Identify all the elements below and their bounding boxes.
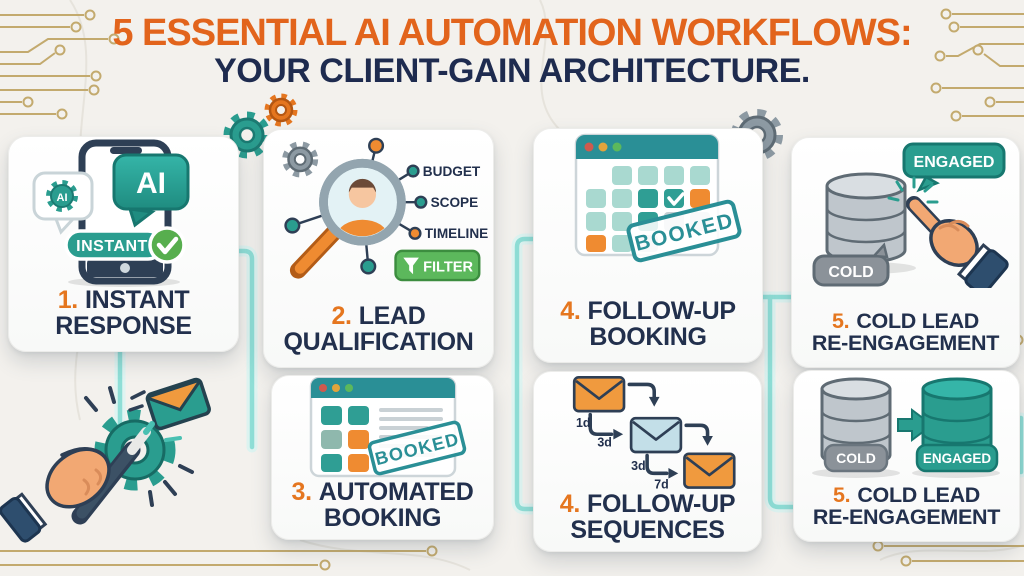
filter-button: FILTER [394, 249, 481, 282]
card-title: 1.INSTANT RESPONSE [55, 286, 192, 340]
engaged-bubble-label: ENGAGED [914, 154, 995, 171]
hand-icon [0, 447, 111, 543]
interval-label: 1d [576, 416, 591, 430]
card-title: 5.COLD LEAD RE-ENGAGEMENT [811, 309, 1000, 356]
card-lead-qualification: BUDGET SCOPE TIMELINE FILTER 2.LEAD QUAL… [263, 129, 494, 368]
interval-label: 3d [597, 436, 612, 450]
card-title: 2.LEAD QUALIFICATION [283, 302, 474, 356]
criteria-timeline: TIMELINE [425, 226, 488, 241]
arrow-icon [587, 412, 613, 436]
hand-pen-illustration [0, 377, 211, 543]
funnel-icon [403, 257, 419, 275]
instant-badge-label: INSTANT [76, 238, 148, 255]
calendar-booked-icon: BOOKED [546, 129, 750, 277]
envelope-icon [629, 416, 682, 454]
arrow-icon [683, 423, 709, 438]
node-icon [408, 226, 422, 240]
node-icon [368, 137, 385, 154]
ai-gear-bubble-icon: AI [32, 171, 94, 235]
cold-bubble-label: COLD [828, 264, 873, 281]
card-title: 3.AUTOMATED BOOKING [291, 478, 474, 532]
card-automated-booking: BOOKED 3.AUTOMATED BOOKING [271, 375, 494, 540]
cold-lead-click-icon: ENGAGED [802, 138, 1009, 288]
cold-pill-label: COLD [836, 450, 876, 466]
orange-gear-icon [264, 93, 298, 127]
card-title: 4.FOLLOW-UP BOOKING [560, 297, 736, 351]
card-number: 2. [331, 302, 352, 330]
instant-response-icon: AI AI INSTANT [26, 137, 221, 287]
card-follow-up-sequences: 1d 3d 3d 7d [533, 371, 762, 552]
title-line-1: 5 ESSENTIAL AI AUTOMATION WORKFLOWS: [112, 12, 912, 54]
engaged-bubble: ENGAGED [902, 142, 1006, 193]
card-number: 1. [57, 286, 79, 314]
arrow-icon [644, 453, 668, 476]
lead-qualification-icon: BUDGET SCOPE TIMELINE FILTER [269, 130, 488, 288]
title-line-2: YOUR CLIENT-GAIN ARCHITECTURE. [214, 51, 810, 90]
workflow-connectors [114, 233, 1024, 515]
card-number: 3. [291, 478, 313, 506]
node-icon [284, 217, 301, 234]
criteria-budget: BUDGET [423, 164, 481, 179]
ai-bubble-icon: AI [112, 153, 190, 228]
instant-badge: INSTANT [64, 226, 186, 264]
card-instant-response: AI AI INSTANT 1.INSTANT RESPONSE [8, 136, 239, 352]
card-title: 4.FOLLOW-UP SEQUENCES [559, 490, 736, 544]
page-title: 5 ESSENTIAL AI AUTOMATION WORKFLOWS: YOU… [0, 12, 1024, 90]
engaged-database-icon: ENGAGED [915, 377, 999, 473]
card-number: 5. [832, 483, 851, 508]
arrow-icon [627, 382, 656, 399]
email-sequence-icon: 1d 3d 3d 7d [543, 372, 753, 492]
envelope-icon [572, 376, 625, 413]
node-icon [406, 164, 420, 178]
card-number: 5. [831, 309, 850, 334]
circuit-traces-top-left [0, 9, 120, 120]
cold-database-icon: COLD [820, 377, 892, 473]
check-icon [667, 192, 685, 206]
ai-small-label: AI [57, 192, 68, 204]
envelope-icon [682, 452, 736, 489]
pointing-hand-icon [906, 196, 1009, 288]
click-sparks [887, 176, 939, 204]
node-icon [360, 258, 377, 275]
card-title: 5.COLD LEAD RE-ENGAGEMENT [812, 483, 1001, 530]
card-follow-up-booking: BOOKED 4.FOLLOW-UP BOOKING [533, 128, 763, 363]
interval-label: 7d [654, 477, 669, 491]
gear-icon [282, 141, 319, 178]
magnifier-person-icon [289, 158, 406, 279]
envelope-icon [145, 377, 211, 431]
interval-label: 3d [631, 459, 646, 473]
check-icon [148, 226, 186, 264]
cold-bubble: COLD [812, 242, 890, 287]
cold-to-engaged-icon: COLD ENGAGED [804, 371, 1009, 483]
node-icon [414, 195, 428, 209]
filter-button-label: FILTER [423, 259, 473, 275]
circuit-traces-bottom [0, 540, 1024, 571]
ai-large-label: AI [136, 167, 166, 200]
browser-booked-icon: BOOKED [283, 376, 483, 480]
criteria-scope: SCOPE [431, 195, 479, 210]
card-number: 4. [559, 490, 581, 518]
card-cold-lead-reengagement-top: ENGAGED [791, 137, 1020, 368]
engaged-pill-label: ENGAGED [923, 451, 992, 466]
database-icon [825, 172, 907, 264]
card-number: 4. [560, 297, 581, 325]
card-cold-lead-reengagement-bottom: COLD ENGAGED 5.COLD LEAD RE-ENGAGEMENT [793, 370, 1020, 542]
